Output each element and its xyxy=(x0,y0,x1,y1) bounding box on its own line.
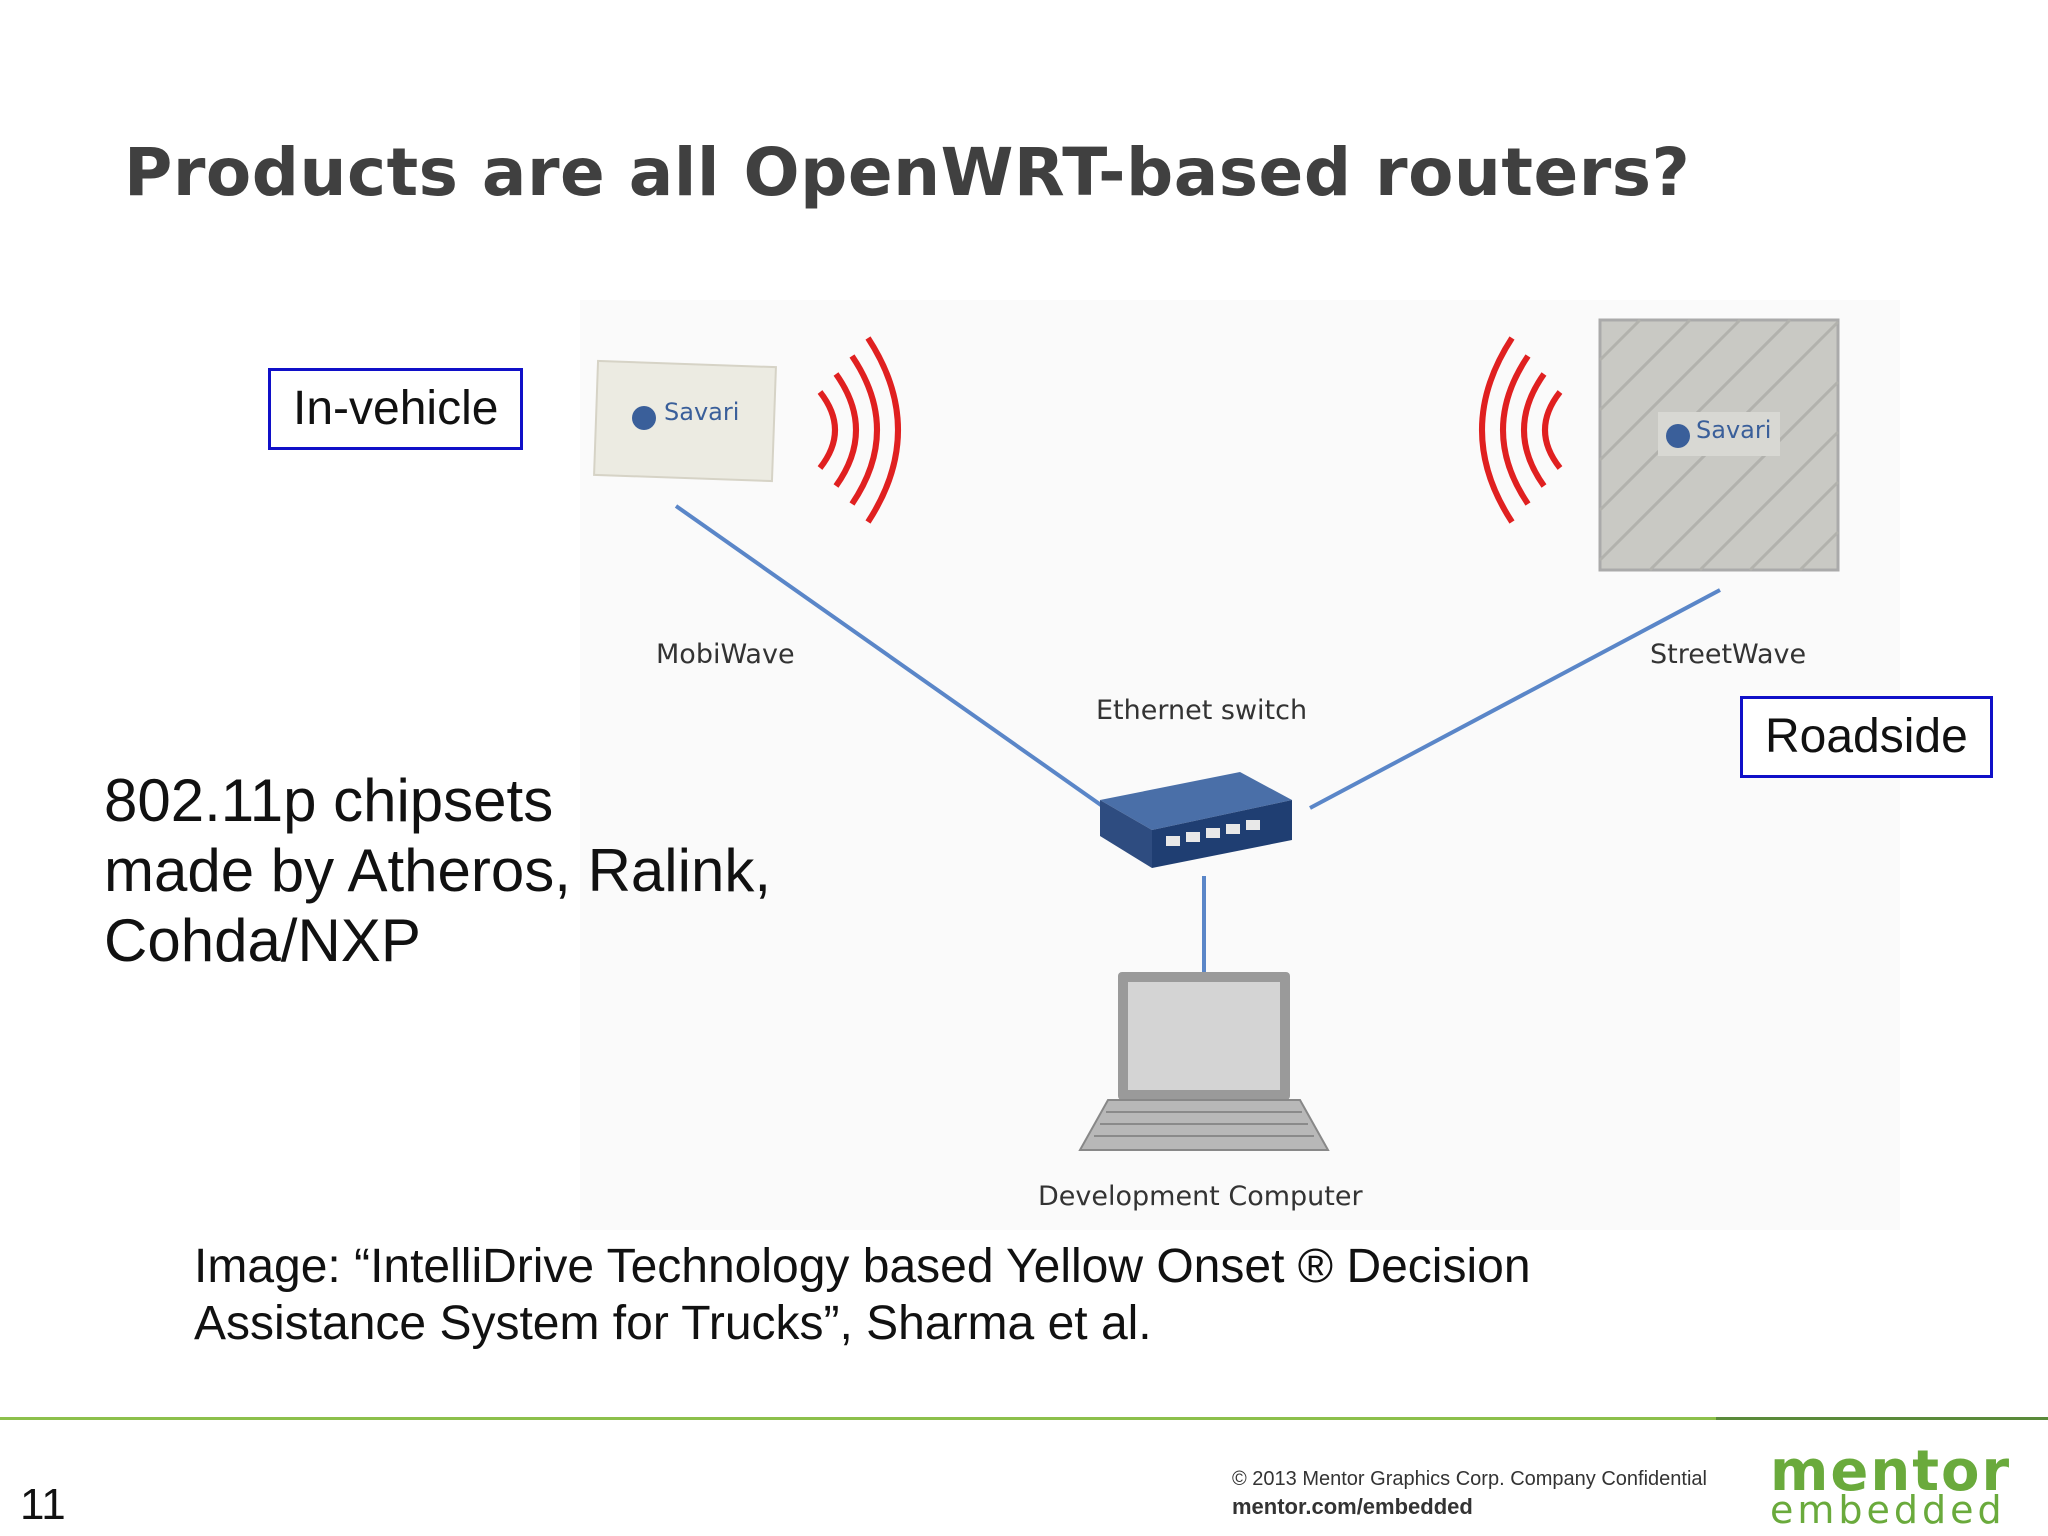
mobiwave-link-line xyxy=(674,504,1110,812)
slide-title: Products are all OpenWRT-based routers? xyxy=(124,134,1691,211)
ethernet-switch-label: Ethernet switch xyxy=(1096,695,1307,726)
mobiwave-signal-icon xyxy=(817,336,901,524)
development-computer-label: Development Computer xyxy=(1038,1181,1363,1212)
in-vehicle-label: In-vehicle xyxy=(268,368,524,450)
mobiwave-label: MobiWave xyxy=(656,639,795,670)
mentor-logo: mentor xyxy=(1770,1439,2012,1504)
copyright-text: © 2013 Mentor Graphics Corp. Company Con… xyxy=(1232,1468,1707,1490)
chipsets-line-3: Cohda/NXP xyxy=(104,907,421,974)
roadside-label: Roadside xyxy=(1740,696,1993,778)
caption-line-2: Assistance System for Trucks”, Sharma et… xyxy=(194,1297,1152,1350)
streetwave-brand: Savari xyxy=(1696,416,1771,444)
footer-divider xyxy=(0,1417,2048,1420)
image-caption: Image: “IntelliDrive Technology based Ye… xyxy=(194,1238,1531,1352)
ethernet-switch-icon xyxy=(1100,772,1292,868)
chipsets-text: 802.11p chipsets made by Atheros, Ralink… xyxy=(104,766,771,976)
streetwave-label: StreetWave xyxy=(1650,639,1806,670)
mobiwave-device-icon: Savari xyxy=(593,359,777,483)
chipsets-line-1: 802.11p chipsets xyxy=(104,767,554,834)
network-diagram: Savari Savari xyxy=(580,300,1900,1230)
footer-divider-accent xyxy=(1716,1417,2048,1420)
mobiwave-brand: Savari xyxy=(664,398,739,426)
page-number: 11 xyxy=(20,1480,66,1529)
footer-url[interactable]: mentor.com/embedded xyxy=(1232,1494,1473,1519)
chipsets-line-2: made by Atheros, Ralink, xyxy=(104,837,772,904)
streetwave-device-icon: Savari xyxy=(1598,318,1840,572)
development-computer-icon xyxy=(1078,972,1330,1151)
embedded-logo: embedded xyxy=(1770,1488,2006,1532)
streetwave-signal-icon xyxy=(1479,336,1563,524)
caption-line-1: Image: “IntelliDrive Technology based Ye… xyxy=(194,1240,1531,1293)
streetwave-link-line xyxy=(1309,588,1721,810)
